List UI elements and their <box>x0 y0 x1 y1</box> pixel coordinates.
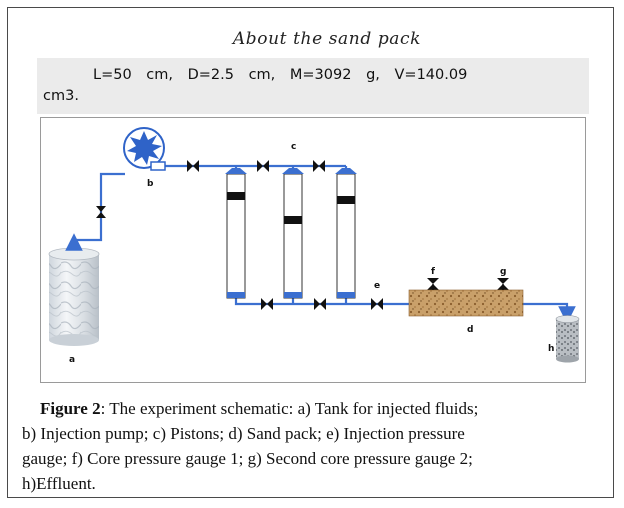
diagram-labels: a b c d e f g h <box>69 142 554 365</box>
effluent-h <box>555 315 580 363</box>
experiment-schematic: a b c d e f g h <box>40 117 586 383</box>
caption-line-2: b) Injection pump; c) Pistons; d) Sand p… <box>22 424 465 443</box>
pistons-c <box>225 168 357 299</box>
sand-pack-specs: L=50 cm, D=2.5 cm, M=3092 g, V=140.09 cm… <box>37 58 589 114</box>
label-c: c <box>291 142 296 152</box>
label-e: e <box>374 281 380 291</box>
caption-line-4: h)Effluent. <box>22 474 96 493</box>
caption-line-1: Figure 2: The experiment schematic: a) T… <box>22 396 602 421</box>
valves <box>96 160 509 310</box>
specs-line-2: cm3. <box>43 88 79 104</box>
caption-line-1-text: : The experiment schematic: a) Tank for … <box>100 399 479 418</box>
specs-line-1: L=50 cm, D=2.5 cm, M=3092 g, V=140.09 <box>93 67 468 83</box>
schematic-svg: a b c d e f g h <box>48 127 580 365</box>
label-b: b <box>147 179 154 189</box>
label-h: h <box>548 344 554 354</box>
label-d: d <box>467 325 473 335</box>
caption-line-3: gauge; f) Core pressure gauge 1; g) Seco… <box>22 449 473 468</box>
sand-pack-heading: About the sand pack <box>232 29 422 49</box>
label-a: a <box>69 355 75 365</box>
tank-a <box>48 247 100 346</box>
label-g: g <box>500 267 506 277</box>
figure-caption: Figure 2: The experiment schematic: a) T… <box>22 396 602 496</box>
label-f: f <box>431 267 435 277</box>
sand-pack-d <box>408 284 524 317</box>
injection-pump-b <box>123 127 166 171</box>
figure-label: Figure 2 <box>40 399 101 418</box>
